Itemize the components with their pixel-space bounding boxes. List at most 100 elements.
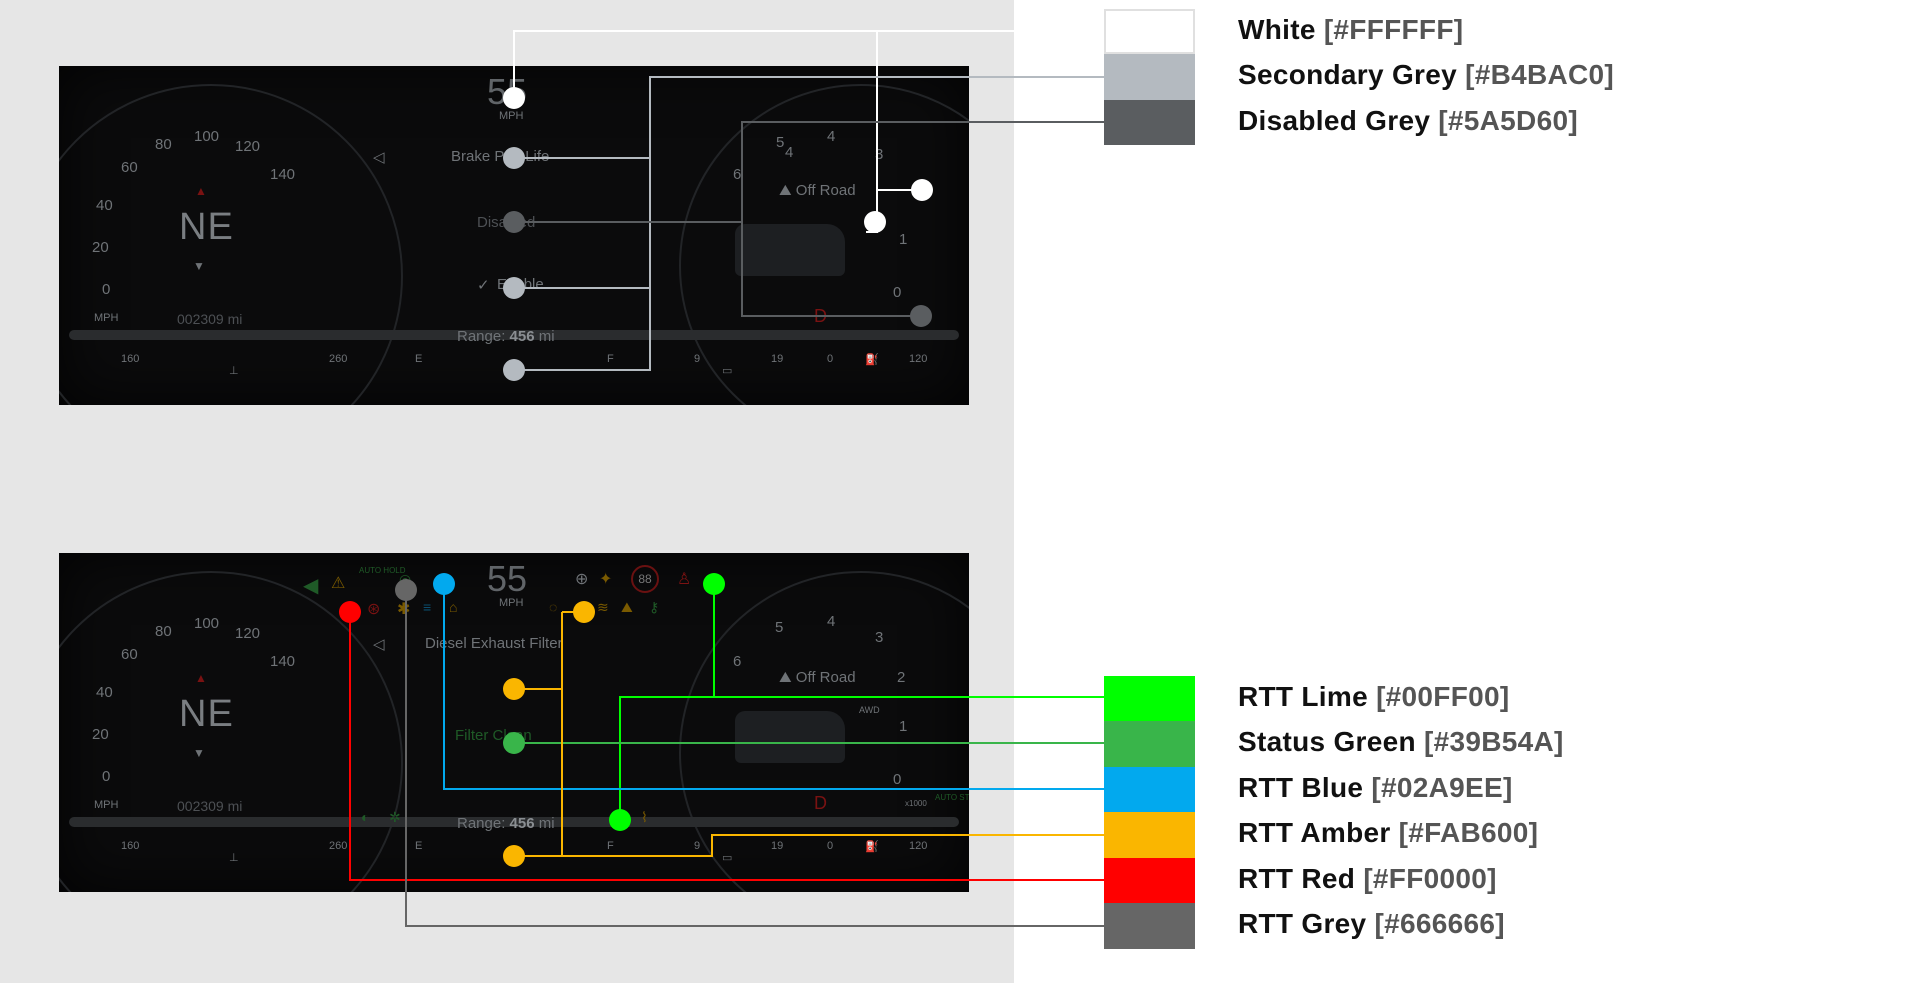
compass-heading: NE bbox=[179, 206, 234, 248]
steering-icon: ⊕ bbox=[575, 571, 589, 588]
oil-icon: ⛽ bbox=[865, 354, 879, 366]
speedo-tick-20: 20 bbox=[92, 239, 109, 256]
legend-label-disabled-grey: Disabled Grey [#5A5D60] bbox=[1238, 105, 1578, 137]
volt-min: 9 bbox=[694, 353, 701, 365]
swatch-rtt-red bbox=[1104, 858, 1195, 903]
off-road-mode: ⛰ Off Road bbox=[779, 669, 856, 686]
swatch-rtt-grey bbox=[1104, 903, 1195, 949]
cluster-screen-bottom: MPH 0 20 40 60 80 100 120 140 ▲ NE ▼ 002… bbox=[59, 553, 969, 892]
speedo-tick-40: 40 bbox=[96, 684, 113, 701]
speedo-tick-80: 80 bbox=[155, 136, 172, 153]
speedo-tick-120: 120 bbox=[235, 625, 261, 642]
range-value: 456 bbox=[509, 328, 535, 345]
swatch-rtt-blue bbox=[1104, 767, 1195, 812]
temp-min: 160 bbox=[121, 840, 140, 852]
speed-readout: 55 bbox=[487, 558, 528, 599]
off-road-label: Off Road bbox=[795, 182, 856, 199]
speedo-tick-0: 0 bbox=[102, 281, 111, 298]
menu-back-chevron[interactable]: ◁ bbox=[373, 636, 385, 653]
swatch-status-green bbox=[1104, 721, 1195, 767]
speedo-tick-80: 80 bbox=[155, 623, 172, 640]
tach-tick-5: 5 bbox=[776, 134, 785, 151]
compass-south-arrow: ▼ bbox=[193, 746, 205, 760]
menu-item-brake-pad-life[interactable]: Brake Pad Life bbox=[451, 148, 550, 165]
legend-label-rtt-blue: RTT Blue [#02A9EE] bbox=[1238, 772, 1513, 804]
speedo-tick-140: 140 bbox=[270, 653, 296, 670]
gear-indicator: D bbox=[814, 793, 827, 813]
oil-icon: ⛽ bbox=[865, 841, 879, 853]
legend-label-white: White [#FFFFFF] bbox=[1238, 14, 1463, 46]
tach-tick-1: 1 bbox=[899, 231, 908, 248]
legend-label-rtt-red: RTT Red [#FF0000] bbox=[1238, 863, 1497, 895]
menu-item-filter-clean: Filter Clean bbox=[455, 727, 532, 744]
airbag-icon: ✱ bbox=[397, 601, 411, 618]
compass-north-arrow: ▲ bbox=[195, 184, 207, 198]
tach-tick-4: 4 bbox=[827, 613, 836, 630]
glow-plug-icon: ⌇ bbox=[641, 809, 648, 825]
tach-tick-0: 0 bbox=[893, 771, 902, 788]
oil-max: 120 bbox=[909, 353, 928, 365]
range-unit: mi bbox=[538, 815, 555, 832]
awd-indicator: AWD bbox=[859, 705, 880, 715]
tach-tick-2: 2 bbox=[897, 669, 906, 686]
menu-item-enable[interactable]: Enable bbox=[497, 276, 544, 293]
speedo-tick-0: 0 bbox=[102, 768, 111, 785]
fuel-full: F bbox=[607, 353, 614, 365]
swatch-rtt-amber bbox=[1104, 812, 1195, 858]
legend-label-rtt-lime: RTT Lime [#00FF00] bbox=[1238, 681, 1509, 713]
swatch-secondary-grey bbox=[1104, 54, 1195, 100]
legend-code: [#FFFFFF] bbox=[1323, 14, 1464, 45]
speedo-tick-40: 40 bbox=[96, 197, 113, 214]
volt-max: 19 bbox=[771, 353, 784, 365]
legend-code: [#FF0000] bbox=[1363, 863, 1497, 894]
range-value: 456 bbox=[509, 815, 535, 832]
rpm-multiplier: x1000 bbox=[905, 799, 927, 808]
tach-tick-3: 3 bbox=[875, 629, 884, 646]
fuel-full: F bbox=[607, 840, 614, 852]
odometer: 002309 mi bbox=[177, 798, 243, 814]
legend-code: [#00FF00] bbox=[1376, 681, 1510, 712]
traction-off-icon: ≋ bbox=[597, 599, 609, 615]
menu-item-diesel-exhaust-filter[interactable]: Diesel Exhaust Filter bbox=[425, 635, 563, 652]
menu-item-disabled: Disabled bbox=[477, 214, 536, 231]
traction-icon: ≋ bbox=[574, 599, 586, 615]
speedo-tick-120: 120 bbox=[235, 138, 261, 155]
seatbelt-icon: ⚠ bbox=[331, 575, 346, 592]
swatch-white bbox=[1104, 9, 1195, 54]
trailer-icon: ⌂ bbox=[449, 599, 458, 615]
legend-name: RTT Red bbox=[1238, 863, 1356, 894]
speed-unit: MPH bbox=[499, 110, 524, 122]
fuel-empty: E bbox=[415, 353, 423, 365]
legend-name: RTT Blue bbox=[1238, 772, 1364, 803]
speed-readout: 55 bbox=[487, 71, 528, 112]
legend-name: RTT Lime bbox=[1238, 681, 1368, 712]
hill-descent-icon: ⛰ bbox=[621, 599, 633, 615]
legend-name: Disabled Grey bbox=[1238, 105, 1431, 136]
low-beam-icon: ◐ bbox=[361, 809, 370, 825]
tach-tick-6: 6 bbox=[733, 653, 742, 670]
legend-name: Status Green bbox=[1238, 726, 1416, 757]
speedo-unit: MPH bbox=[94, 312, 119, 324]
range-unit: mi bbox=[538, 328, 555, 345]
gear-indicator: D bbox=[814, 306, 827, 326]
temp-icon: ⊥ bbox=[229, 365, 239, 377]
tach-tick-4: 4 bbox=[785, 144, 794, 161]
seat-occupant-icon: ♙ bbox=[677, 571, 692, 588]
legend-name: Secondary Grey bbox=[1238, 59, 1457, 90]
truck-image bbox=[735, 711, 845, 763]
menu-back-chevron[interactable]: ◁ bbox=[373, 149, 385, 166]
tach-tick-5: 5 bbox=[775, 619, 784, 636]
auto-hold-icon: AUTO HOLD bbox=[359, 566, 406, 575]
tach-tick-1: 1 bbox=[899, 718, 908, 735]
legend-code: [#666666] bbox=[1374, 908, 1505, 939]
speed-limit-sign: 88 bbox=[631, 565, 659, 593]
speedo-tick-140: 140 bbox=[270, 166, 296, 183]
legend-code: [#02A9EE] bbox=[1371, 772, 1513, 803]
cruise-icon: ◎ bbox=[399, 571, 412, 587]
range-readout: Range: 456 mi bbox=[457, 815, 555, 832]
speedo-unit: MPH bbox=[94, 799, 119, 811]
compass-heading: NE bbox=[179, 693, 234, 735]
temp-max: 260 bbox=[329, 353, 348, 365]
speedo-tick-60: 60 bbox=[121, 159, 138, 176]
oil-max: 120 bbox=[909, 840, 928, 852]
